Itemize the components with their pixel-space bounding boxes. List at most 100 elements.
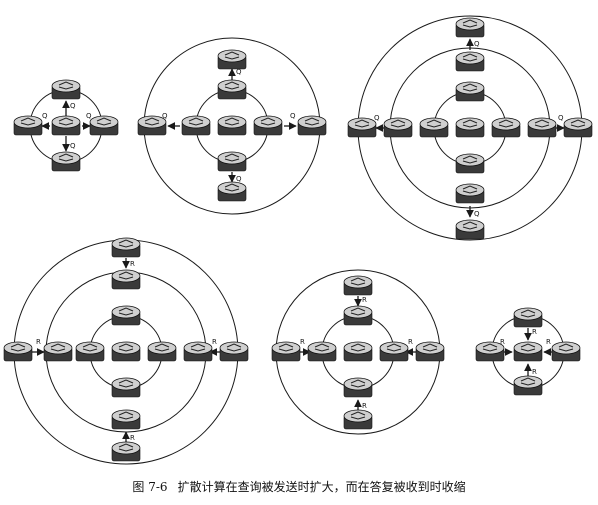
router-arrows-glyph [462,221,478,230]
router-icon [217,79,247,100]
router-top [137,115,167,129]
message-label: Q [162,112,168,120]
message-label: Q [558,114,564,122]
message-label: R [130,434,135,442]
router-icon [343,275,373,296]
router-top [217,49,247,63]
router-icon [455,219,485,240]
router-top [513,307,543,321]
router-icon [111,269,141,290]
router-arrows-glyph [462,185,478,194]
router-arrows-glyph [304,117,320,126]
router-arrows-glyph [558,343,574,352]
router-arrows-glyph [118,379,134,388]
router-top [219,341,249,355]
router-arrows-glyph [350,343,366,352]
router-arrows-glyph [462,19,478,28]
router-top [307,341,337,355]
router-top [513,375,543,389]
router-icon [527,117,557,138]
message-label: R [212,338,217,346]
router-icon [455,153,485,174]
router-arrows-glyph [224,153,240,162]
router-icon [455,17,485,38]
message-label: Q [42,112,48,120]
message-label: R [408,338,413,346]
message-label: R [362,402,367,410]
router-icon [307,341,337,362]
router-icon [217,181,247,202]
message-label: R [532,368,537,376]
router-icon [551,341,581,362]
router-top [147,341,177,355]
router-arrows-glyph [278,343,294,352]
router-top [217,181,247,195]
router-top [111,377,141,391]
router-icon [217,49,247,70]
message-label: Q [236,175,242,183]
router-icon [343,409,373,430]
router-top [551,341,581,355]
router-icon [43,341,73,362]
router-top [455,153,485,167]
router-arrows-glyph [570,119,586,128]
router-icon [137,115,167,136]
message-label: R [300,338,305,346]
router-arrows-glyph [58,117,74,126]
router-arrows-glyph [50,343,66,352]
router-arrows-glyph [498,119,514,128]
router-arrows-glyph [10,343,26,352]
rings-layer [13,15,583,465]
router-top [13,115,43,129]
router-icon [455,183,485,204]
router-top [111,441,141,455]
router-top [455,17,485,31]
router-arrows-glyph [422,343,438,352]
router-top [455,81,485,95]
router-top [253,115,283,129]
router-top [415,341,445,355]
router-icon [513,375,543,396]
router-icon [51,79,81,100]
router-top [75,341,105,355]
router-arrows-glyph [20,117,36,126]
message-label: Q [86,112,92,120]
router-icon [297,115,327,136]
router-icon [415,341,445,362]
router-arrows-glyph [390,119,406,128]
router-top [271,341,301,355]
router-icon [513,307,543,328]
router-icon [513,341,543,362]
router-top [297,115,327,129]
router-arrows-glyph [118,307,134,316]
router-top [43,341,73,355]
router-arrows-glyph [462,53,478,62]
router-icon [343,377,373,398]
router-icon [343,341,373,362]
router-arrows-glyph [190,343,206,352]
router-icon [455,51,485,72]
message-label: Q [474,40,480,48]
router-icon [271,341,301,362]
message-label: Q [70,102,76,110]
router-top [347,117,377,131]
router-top [111,269,141,283]
router-top [383,117,413,131]
router-top [455,117,485,131]
router-arrows-glyph [520,309,536,318]
router-icon [455,81,485,102]
router-icon [111,341,141,362]
router-arrows-glyph [224,51,240,60]
router-top [343,275,373,289]
router-top [527,117,557,131]
router-arrows-glyph [224,183,240,192]
message-label: R [546,338,551,346]
router-icon [219,341,249,362]
router-arrows-glyph [118,271,134,280]
router-arrows-glyph [520,377,536,386]
router-top [181,115,211,129]
router-arrows-glyph [386,343,402,352]
router-arrows-glyph [350,277,366,286]
